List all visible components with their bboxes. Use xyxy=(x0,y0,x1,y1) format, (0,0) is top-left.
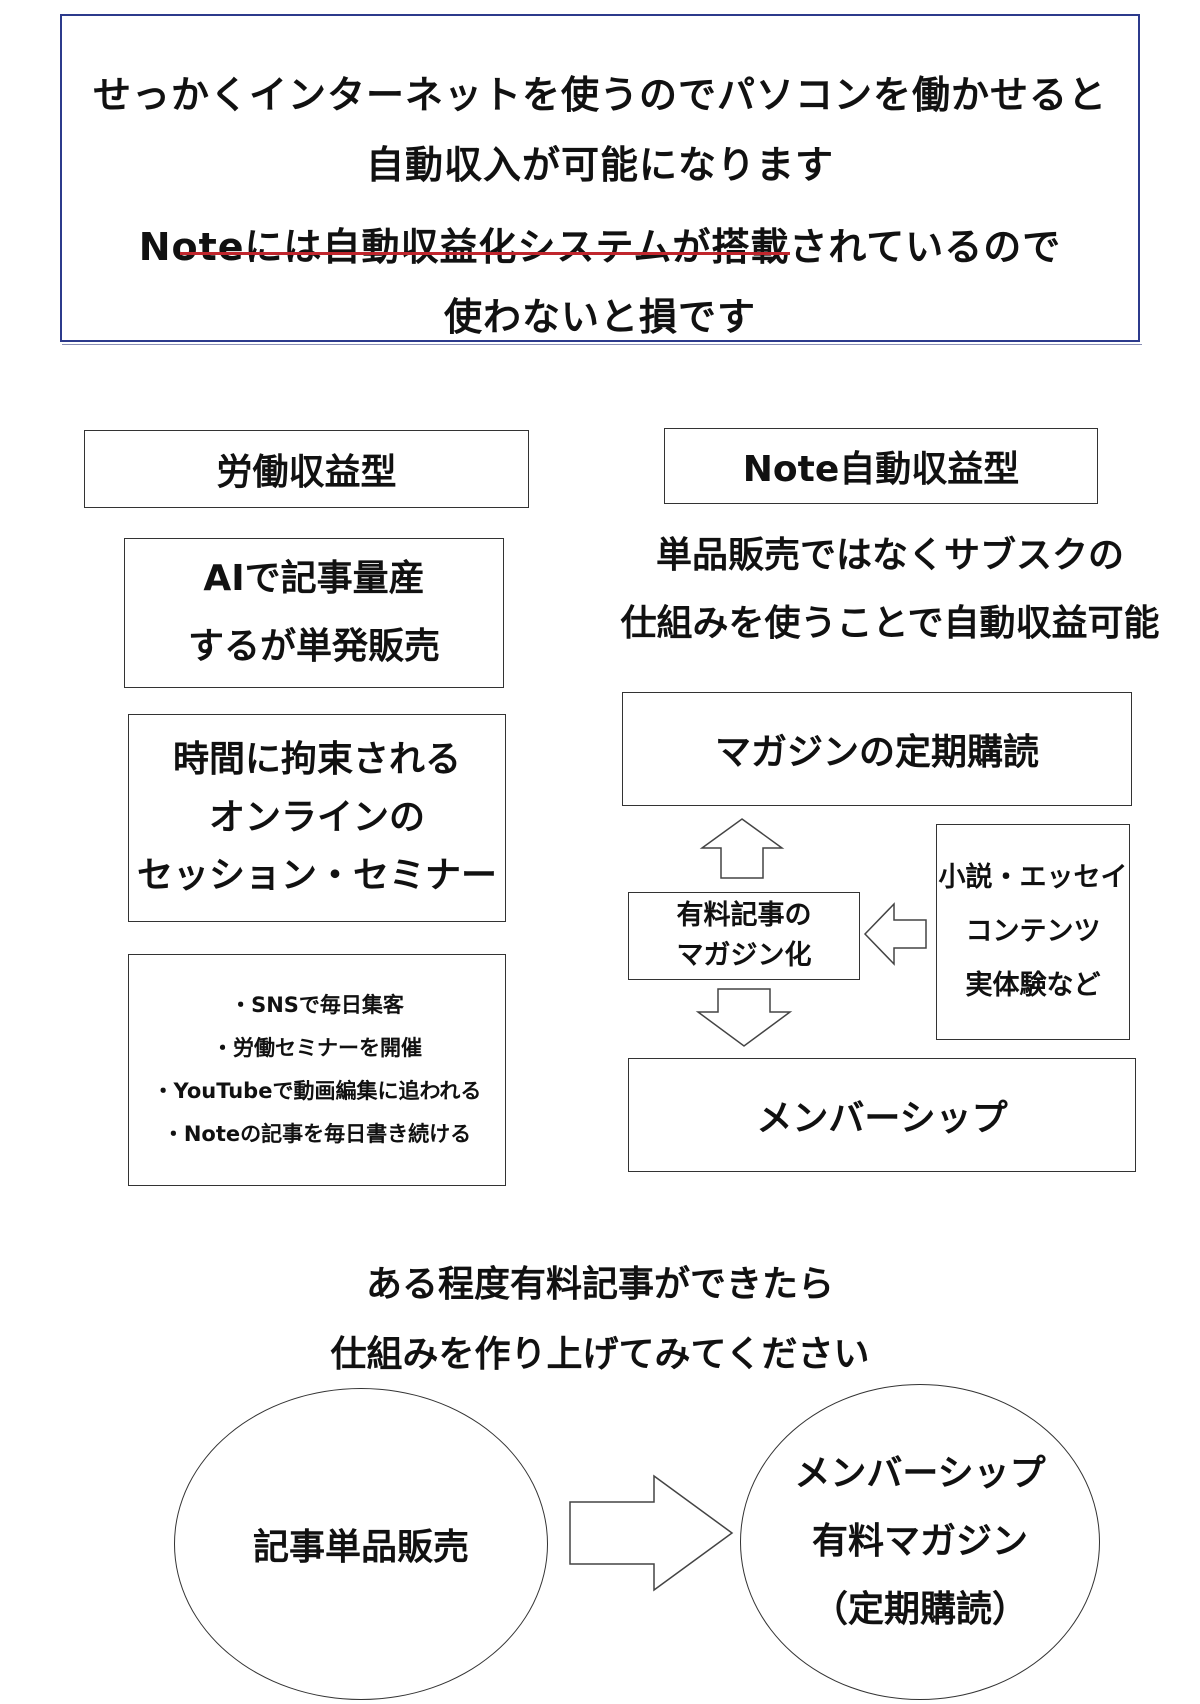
bottom-caption-line-1: ある程度有料記事ができたら xyxy=(365,1264,834,1305)
magazine-subscription-text: マガジンの定期購読 xyxy=(714,732,1039,773)
up-arrow-icon xyxy=(699,818,785,879)
content-types-line-2: コンテンツ xyxy=(965,916,1101,947)
labor-income-title-text: 労働収益型 xyxy=(216,452,397,493)
membership-magazine-ellipse: メンバーシップ 有料マガジン （定期購読） xyxy=(740,1384,1100,1700)
ai-article-line-1: AIで記事量産 xyxy=(203,558,425,599)
single-sale-ellipse: 記事単品販売 xyxy=(174,1388,548,1700)
subscription-description-line-1: 単品販売ではなくサブスクの xyxy=(655,535,1124,576)
left-arrow-icon xyxy=(863,902,927,966)
subscription-description-line-2: 仕組みを使うことで自動収益可能 xyxy=(620,603,1160,644)
paid-article-magazine-box: 有料記事の マガジン化 xyxy=(628,892,860,980)
content-types-line-1: 小説・エッセイ xyxy=(938,862,1128,893)
session-line-2: オンラインの xyxy=(208,797,425,838)
intro-panel: せっかくインターネットを使うのでパソコンを働かせると 自動収入が可能になります … xyxy=(60,14,1140,342)
magazine-subscription-box: マガジンの定期購読 xyxy=(622,692,1132,806)
down-arrow-icon xyxy=(695,988,793,1047)
note-auto-income-title-text: Note自動収益型 xyxy=(742,449,1020,490)
membership-text: メンバーシップ xyxy=(756,1098,1008,1139)
ai-article-box: AIで記事量産 するが単発販売 xyxy=(124,538,504,688)
membership-box: メンバーシップ xyxy=(628,1058,1136,1172)
single-sale-text: 記事単品販売 xyxy=(252,1527,469,1568)
session-line-1: 時間に拘束される xyxy=(172,739,461,780)
subscription-description: 単品販売ではなくサブスクの 仕組みを使うことで自動収益可能 xyxy=(600,522,1180,658)
intro-line-4: 使わないと損です xyxy=(443,295,756,339)
labor-income-title: 労働収益型 xyxy=(84,430,529,508)
note-auto-income-title: Note自動収益型 xyxy=(664,428,1098,504)
membership-magazine-line-1: メンバーシップ xyxy=(794,1453,1046,1494)
membership-magazine-line-2: 有料マガジン xyxy=(811,1521,1028,1562)
bottom-caption: ある程度有料記事ができたら 仕組みを作り上げてみてください xyxy=(0,1250,1200,1390)
content-types-box: 小説・エッセイ コンテンツ 実体験など xyxy=(936,824,1130,1040)
right-arrow-icon xyxy=(569,1474,734,1592)
paid-article-line-2: マガジン化 xyxy=(676,940,812,971)
content-types-line-3: 実体験など xyxy=(965,970,1101,1001)
bottom-caption-line-2: 仕組みを作り上げてみてください xyxy=(330,1334,870,1375)
session-line-3: セッション・セミナー xyxy=(136,855,497,896)
list-item: ・労働セミナーを開催 xyxy=(212,1036,422,1060)
highlight-underline xyxy=(180,252,790,255)
labor-tasks-box: ・SNSで毎日集客 ・労働セミナーを開催 ・YouTubeで動画編集に追われる … xyxy=(128,954,506,1186)
list-item: ・YouTubeで動画編集に追われる xyxy=(152,1079,482,1103)
session-seminar-box: 時間に拘束される オンラインの セッション・セミナー xyxy=(128,714,506,922)
list-item: ・SNSで毎日集客 xyxy=(230,993,404,1017)
paid-article-line-1: 有料記事の xyxy=(676,900,812,931)
intro-line-1: せっかくインターネットを使うのでパソコンを働かせると xyxy=(92,73,1107,117)
ai-article-line-2: するが単発販売 xyxy=(187,626,440,667)
intro-line-2: 自動収入が可能になります xyxy=(365,143,834,187)
intro-line-3: Noteには自動収益化システムが搭載されているので xyxy=(138,225,1062,269)
intro-panel-shadow xyxy=(62,344,1142,345)
list-item: ・Noteの記事を毎日書き続ける xyxy=(162,1122,472,1146)
membership-magazine-line-3: （定期購読） xyxy=(811,1589,1028,1630)
